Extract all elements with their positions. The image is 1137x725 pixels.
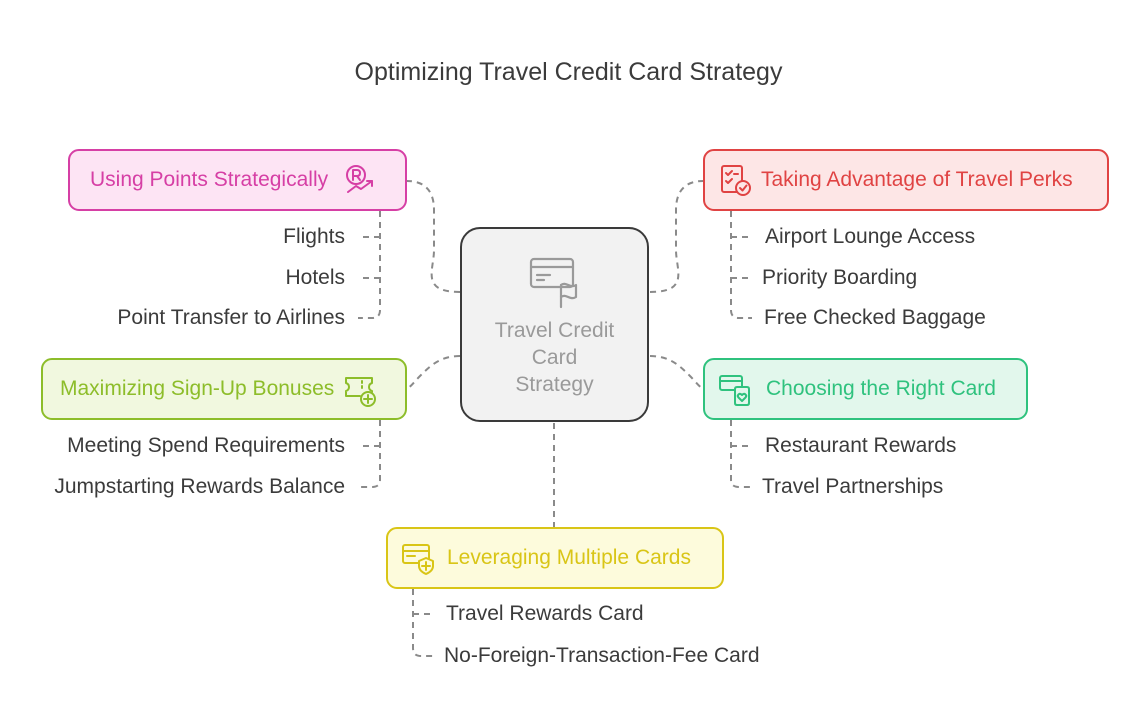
branch-right-card: Choosing the Right Card xyxy=(703,358,1028,420)
leaf-jumpstarting: Jumpstarting Rewards Balance xyxy=(54,475,345,498)
diagram-title: Optimizing Travel Credit Card Strategy xyxy=(354,58,783,86)
leaf-flights: Flights xyxy=(283,225,345,248)
card-heart-icon xyxy=(717,371,753,407)
leaf-hotels: Hotels xyxy=(285,266,345,289)
branch-label: Choosing the Right Card xyxy=(766,377,996,400)
branch-label: Maximizing Sign-Up Bonuses xyxy=(60,377,335,400)
leaf-line-using-points xyxy=(358,211,381,319)
leaf-line-travel-perks xyxy=(730,211,752,319)
center-label-line: Travel Credit xyxy=(494,319,615,342)
leaf-line-sign-up xyxy=(358,420,381,488)
connector-using-points xyxy=(406,180,461,293)
leaf-travel-partnerships: Travel Partnerships xyxy=(762,475,944,498)
center-label-line: Strategy xyxy=(515,373,594,396)
branch-using-points: Using Points Strategically xyxy=(68,149,407,211)
card-shield-icon xyxy=(400,540,436,576)
leaf-priority-boarding: Priority Boarding xyxy=(762,266,918,289)
branch-label: Using Points Strategically xyxy=(90,168,329,191)
ticket-plus-icon xyxy=(342,371,378,407)
leaf-no-fee-card: No-Foreign-Transaction-Fee Card xyxy=(444,644,760,667)
branch-multiple-cards: Leveraging Multiple Cards xyxy=(386,527,724,589)
leaf-point-transfer: Point Transfer to Airlines xyxy=(117,306,345,329)
branch-label: Leveraging Multiple Cards xyxy=(447,546,691,569)
leaf-free-baggage: Free Checked Baggage xyxy=(764,306,986,329)
leaf-meeting-spend: Meeting Spend Requirements xyxy=(67,434,345,457)
center-node: Travel Credit Card Strategy xyxy=(460,227,649,422)
points-arrow-icon xyxy=(342,162,378,198)
checklist-icon xyxy=(717,162,753,198)
branch-travel-perks: Taking Advantage of Travel Perks xyxy=(703,149,1109,211)
leaf-line-multiple-cards xyxy=(412,589,434,657)
center-label-line: Card xyxy=(531,346,578,369)
leaf-travel-rewards-card: Travel Rewards Card xyxy=(446,602,644,625)
connector-right-card xyxy=(649,355,704,389)
branch-sign-up: Maximizing Sign-Up Bonuses xyxy=(41,358,407,420)
leaf-restaurant-rewards: Restaurant Rewards xyxy=(765,434,957,457)
connector-travel-perks xyxy=(649,180,704,293)
branch-label: Taking Advantage of Travel Perks xyxy=(761,168,1073,191)
leaf-airport-lounge: Airport Lounge Access xyxy=(765,225,976,248)
leaf-line-right-card xyxy=(730,420,752,488)
connector-sign-up xyxy=(406,355,461,389)
credit-card-flag-icon xyxy=(528,255,584,316)
